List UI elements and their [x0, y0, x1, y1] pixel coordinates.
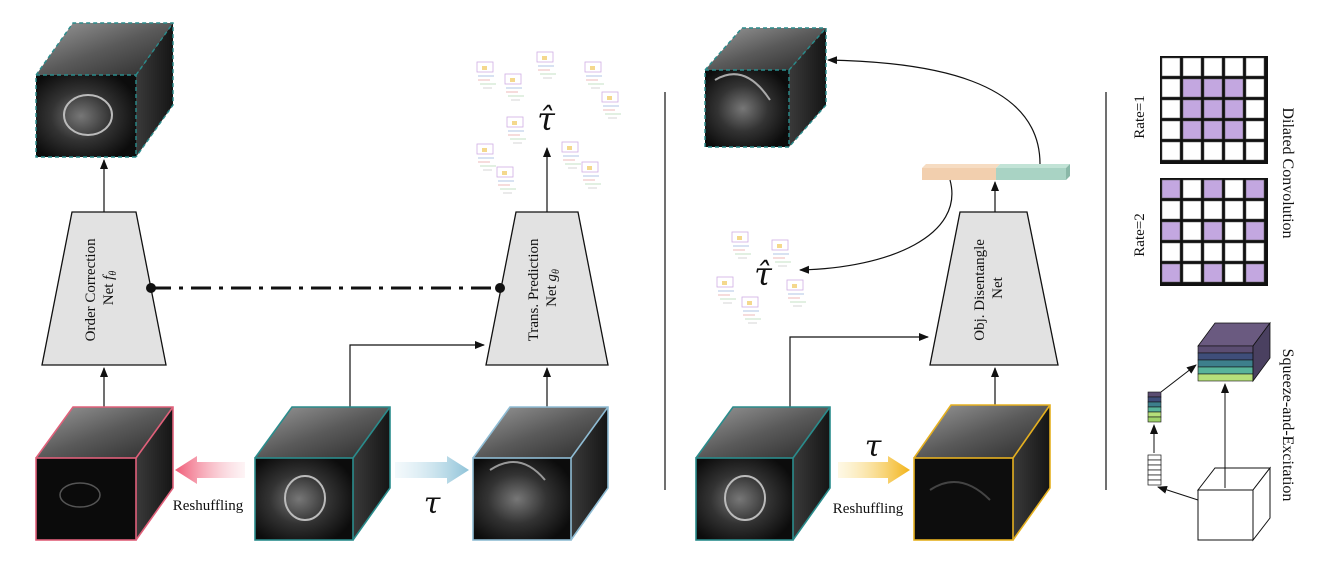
- dilated-grid-rate1: [1160, 56, 1268, 164]
- order-net-label-line1: Order Correction: [83, 238, 99, 341]
- grid-cell: [1224, 141, 1244, 161]
- reshuffling-label-left: Reshuffling: [173, 498, 244, 514]
- grid-cell: [1245, 242, 1265, 262]
- svg-text:Trans. Prediction Net gθ: Trans. Prediction Net gθ: [526, 235, 562, 342]
- grid-cell: [1245, 120, 1265, 140]
- tau-hat-middle: τ̂: [754, 255, 773, 293]
- disentangled-output-cube: [704, 27, 827, 148]
- grid-cell: [1161, 57, 1181, 77]
- grid-cell: [1224, 57, 1244, 77]
- grid-cell: [1161, 221, 1181, 241]
- grid-cell: [1203, 263, 1223, 283]
- grid-cell: [1203, 179, 1223, 199]
- grid-cell: [1245, 221, 1265, 241]
- transform-arrow-blue: [395, 456, 469, 484]
- svg-text:Order Correction Net fθ: Order Correction Net fθ: [83, 235, 119, 342]
- squeeze-excitation-title: Squeeze-and-Excitation: [1279, 349, 1296, 502]
- trans-net-label-line1: Trans. Prediction: [526, 238, 542, 341]
- se-excitation-vector: [1147, 391, 1162, 423]
- middle-panel-arrows: [789, 56, 1041, 408]
- grid-cell: [1182, 263, 1202, 283]
- grid-cell: [1245, 78, 1265, 98]
- reshuffled-volume-cube-gold: [913, 404, 1051, 541]
- grid-cell: [1224, 221, 1244, 241]
- reshuffled-volume-cube-pink: [35, 406, 174, 541]
- obj-net-label-line2: Net: [990, 276, 1006, 298]
- grid-cell: [1224, 242, 1244, 262]
- grid-cell: [1182, 57, 1202, 77]
- grid-cell: [1182, 179, 1202, 199]
- grid-cell: [1182, 200, 1202, 220]
- trans-net-subscript: θ: [551, 269, 562, 274]
- grid-cell: [1203, 120, 1223, 140]
- trans-prediction-net: Trans. Prediction Net gθ: [485, 211, 609, 366]
- grid-cell: [1224, 78, 1244, 98]
- grid-cell: [1224, 99, 1244, 119]
- grid-cell: [1203, 141, 1223, 161]
- svg-text:Obj. Disentangle Net: Obj. Disentangle Net: [972, 235, 1006, 340]
- grid-cell: [1161, 242, 1181, 262]
- trans-net-symbol: g: [544, 274, 560, 282]
- grid-cell: [1224, 179, 1244, 199]
- order-net-subscript: θ: [108, 271, 119, 276]
- original-volume-cube-middle: [695, 406, 831, 541]
- order-correction-net: Order Correction Net fθ: [41, 211, 167, 366]
- grid-cell: [1182, 141, 1202, 161]
- grid-cell: [1245, 99, 1265, 119]
- grid-cell: [1182, 120, 1202, 140]
- grid-cell: [1224, 200, 1244, 220]
- grid-cell: [1245, 57, 1265, 77]
- reshuffle-arrow-gold: [838, 456, 910, 484]
- grid-cell: [1203, 99, 1223, 119]
- output-volume-cube: [35, 22, 174, 158]
- grid-cell: [1245, 179, 1265, 199]
- dilated-convolution-title: Dilated Convolution: [1279, 107, 1296, 238]
- se-feature-stack: [1197, 321, 1271, 383]
- grid-cell: [1161, 120, 1181, 140]
- dilated-grid-rate2: [1160, 178, 1268, 286]
- reshuffling-label-middle: Reshuffling: [833, 501, 904, 517]
- original-volume-cube: [254, 406, 391, 541]
- grid-cell: [1182, 99, 1202, 119]
- grid-cell: [1245, 141, 1265, 161]
- se-squeeze-vector: [1147, 454, 1162, 486]
- order-net-label-line2: Net: [101, 283, 117, 305]
- obj-net-label-line1: Obj. Disentangle: [972, 239, 988, 341]
- grid-cell: [1224, 263, 1244, 283]
- tau-hat-left: τ̂: [537, 100, 556, 138]
- transformed-volume-cube: [472, 406, 609, 541]
- grid-cell: [1245, 200, 1265, 220]
- order-net-symbol: f: [101, 274, 117, 280]
- se-arrows: [1150, 364, 1229, 501]
- trans-net-label-line2: Net: [544, 284, 560, 306]
- feature-vector-bar: [922, 164, 1070, 180]
- grid-cell: [1182, 221, 1202, 241]
- reshuffle-arrow-pink: [175, 456, 245, 484]
- grid-cell: [1161, 179, 1181, 199]
- grid-cell: [1161, 99, 1181, 119]
- grid-cell: [1203, 57, 1223, 77]
- grid-cell: [1203, 242, 1223, 262]
- grid-cell: [1224, 120, 1244, 140]
- rate1-label: Rate=1: [1132, 95, 1148, 138]
- grid-cell: [1161, 200, 1181, 220]
- obj-disentangle-net: Obj. Disentangle Net: [929, 211, 1059, 366]
- grid-cell: [1203, 221, 1223, 241]
- left-panel-arrows: [100, 147, 551, 435]
- grid-cell: [1203, 78, 1223, 98]
- grid-cell: [1203, 200, 1223, 220]
- se-input-cube: [1196, 466, 1272, 542]
- grid-cell: [1161, 78, 1181, 98]
- tau-left: τ: [424, 486, 441, 521]
- tau-middle: τ: [865, 429, 882, 464]
- shared-weights-link: [146, 283, 505, 293]
- grid-cell: [1182, 242, 1202, 262]
- rate2-label: Rate=2: [1132, 213, 1148, 256]
- grid-cell: [1182, 78, 1202, 98]
- grid-cell: [1161, 141, 1181, 161]
- grid-cell: [1245, 263, 1265, 283]
- grid-cell: [1161, 263, 1181, 283]
